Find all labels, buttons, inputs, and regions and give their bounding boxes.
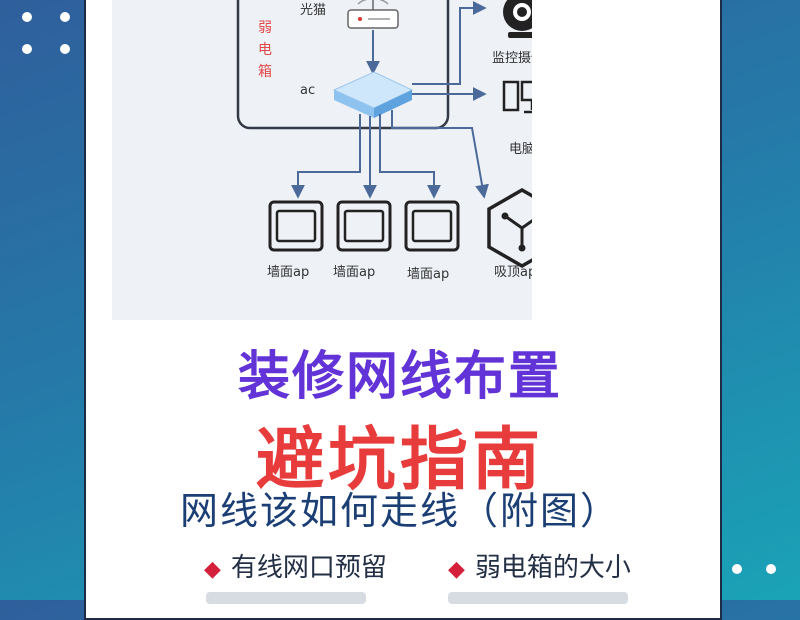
svg-text:弱: 弱 xyxy=(258,20,272,36)
diamond-icon: ◆ xyxy=(204,557,221,582)
ac-to-wall-ap-1-line xyxy=(291,114,361,199)
bullet-text: 弱电箱的大小 xyxy=(474,553,631,583)
ac-to-wall-ap-3-line xyxy=(379,114,441,199)
weak-current-box xyxy=(236,0,450,130)
modem-icon xyxy=(347,0,399,29)
title-line-2: 避坑指南 xyxy=(255,421,544,500)
camera-label: 监控摄像 xyxy=(492,51,532,66)
bullet-item: ◆ 弱电箱的大小 xyxy=(448,547,631,584)
bullet-text: 有线网口预留 xyxy=(230,553,387,583)
modem-label: 光猫 xyxy=(300,3,326,18)
ac-switch-icon xyxy=(332,71,414,118)
bullet-item: ◆ 有线网口预留 xyxy=(204,547,387,584)
diamond-icon: ◆ xyxy=(448,557,465,582)
svg-text:电: 电 xyxy=(258,42,272,58)
network-diagram: 弱 电 箱 光猫 ac 监控摄像 电脑 xyxy=(112,0,532,320)
ac-to-ceiling-ap-line xyxy=(391,110,489,199)
pc-icon xyxy=(502,80,532,114)
cut-off-bullet-row xyxy=(206,592,366,604)
wall-ap-label-3: 墙面ap xyxy=(407,267,449,282)
title-line-3: 网线该如何走线（附图） xyxy=(179,489,620,533)
ac-label: ac xyxy=(300,83,315,98)
svg-text:箱: 箱 xyxy=(258,64,272,80)
wall-ap-icon xyxy=(268,200,324,252)
ceiling-ap-icon xyxy=(487,187,532,269)
camera-icon xyxy=(503,0,532,38)
wall-ap-label-2: 墙面ap xyxy=(333,265,375,280)
wall-ap-icon xyxy=(404,200,460,252)
title-line-1: 装修网线布置 xyxy=(237,347,562,407)
ceiling-ap-label: 吸顶ap xyxy=(494,265,532,280)
wall-ap-label-1: 墙面ap xyxy=(267,265,309,280)
cut-off-bullet-row xyxy=(448,592,628,604)
diagram-background xyxy=(112,0,532,320)
cabinet-label: 弱 电 箱 xyxy=(258,20,272,80)
wall-ap-icon xyxy=(336,200,392,252)
pc-label: 电脑 xyxy=(509,142,532,157)
ac-to-camera-line xyxy=(412,1,487,85)
